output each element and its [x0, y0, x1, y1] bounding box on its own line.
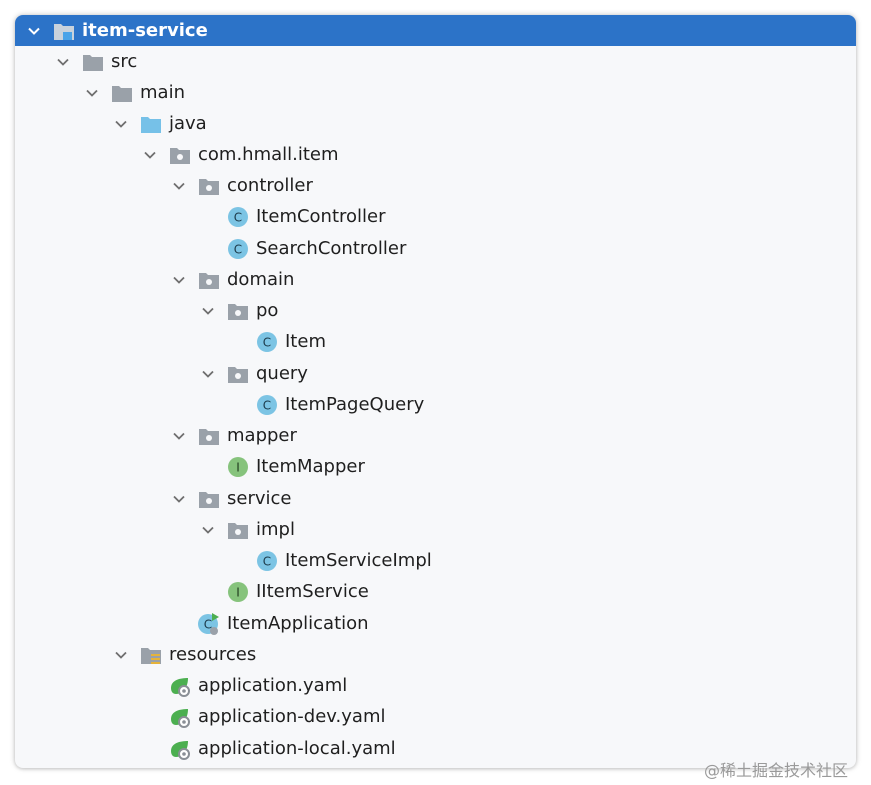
- class-letter: C: [263, 398, 271, 412]
- package-icon: [226, 518, 250, 542]
- tree-item-po[interactable]: po: [15, 295, 856, 326]
- chevron-down-icon[interactable]: [168, 175, 190, 197]
- chevron-down-icon[interactable]: [197, 363, 219, 385]
- tree-item-application-dev-yaml[interactable]: application-dev.yaml: [15, 701, 856, 732]
- chevron-down-icon[interactable]: [23, 20, 45, 42]
- folder-icon: [110, 81, 134, 105]
- class-letter: C: [204, 617, 212, 631]
- spring-config-icon: [168, 674, 192, 698]
- tree-item-label: ItemApplication: [227, 613, 369, 634]
- tree-item-label: application.yaml: [198, 675, 348, 696]
- package-icon: [197, 174, 221, 198]
- tree-item-label: Item: [285, 331, 326, 352]
- package-icon: [226, 299, 250, 323]
- tree-item-label: service: [227, 488, 292, 509]
- tree-item-label: application-dev.yaml: [198, 706, 386, 727]
- tree-item-service[interactable]: service: [15, 483, 856, 514]
- tree-item-label: com.hmall.item: [198, 144, 339, 165]
- tree-item-label: src: [111, 51, 138, 72]
- interface-letter: I: [236, 585, 240, 599]
- tree-item-label: query: [256, 363, 308, 384]
- tree-item-label: domain: [227, 269, 295, 290]
- interface-letter: I: [236, 460, 240, 474]
- tree-item-label: item-service: [82, 20, 208, 41]
- module-folder-icon: [52, 19, 76, 43]
- class-icon: C: [226, 237, 250, 261]
- tree-item-mapper[interactable]: mapper: [15, 420, 856, 451]
- tree-item-iitemservice[interactable]: I IItemService: [15, 576, 856, 607]
- tree-item-item[interactable]: C Item: [15, 326, 856, 357]
- tree-item-main[interactable]: main: [15, 77, 856, 108]
- tree-item-itemapplication[interactable]: C ItemApplication: [15, 608, 856, 639]
- spring-config-icon: [168, 705, 192, 729]
- package-icon: [197, 268, 221, 292]
- resources-folder-icon: [139, 643, 163, 667]
- chevron-down-icon[interactable]: [52, 51, 74, 73]
- chevron-down-icon[interactable]: [81, 82, 103, 104]
- class-icon: C: [255, 393, 279, 417]
- class-letter: C: [234, 242, 242, 256]
- class-icon: C: [226, 205, 250, 229]
- package-icon: [168, 143, 192, 167]
- chevron-down-icon[interactable]: [197, 519, 219, 541]
- interface-icon: I: [226, 455, 250, 479]
- tree-item-label: java: [169, 113, 207, 134]
- tree-item-application-local-yaml[interactable]: application-local.yaml: [15, 733, 856, 764]
- spring-config-icon: [168, 737, 192, 761]
- chevron-down-icon[interactable]: [110, 644, 132, 666]
- chevron-down-icon[interactable]: [168, 488, 190, 510]
- watermark: @稀土掘金技术社区: [704, 761, 849, 780]
- chevron-down-icon[interactable]: [139, 144, 161, 166]
- spring-boot-application-icon: C: [197, 612, 221, 636]
- class-icon: C: [255, 330, 279, 354]
- tree-item-label: po: [256, 300, 279, 321]
- tree-item-query[interactable]: query: [15, 358, 856, 389]
- tree-item-itemcontroller[interactable]: C ItemController: [15, 201, 856, 232]
- tree-item-label: ItemPageQuery: [285, 394, 425, 415]
- folder-icon: [81, 50, 105, 74]
- tree-item-item-service[interactable]: item-service: [15, 15, 856, 46]
- tree-item-label: SearchController: [256, 238, 407, 259]
- tree-item-label: mapper: [227, 425, 297, 446]
- tree-item-java[interactable]: java: [15, 108, 856, 139]
- chevron-down-icon[interactable]: [110, 113, 132, 135]
- tree-item-controller[interactable]: controller: [15, 170, 856, 201]
- tree-item-package-root[interactable]: com.hmall.item: [15, 139, 856, 170]
- tree-item-label: ItemServiceImpl: [285, 550, 432, 571]
- tree-item-resources[interactable]: resources: [15, 639, 856, 670]
- package-icon: [226, 362, 250, 386]
- class-letter: C: [263, 554, 271, 568]
- tree-item-label: resources: [169, 644, 257, 665]
- class-letter: C: [234, 210, 242, 224]
- package-icon: [197, 487, 221, 511]
- tree-item-label: IItemService: [256, 581, 369, 602]
- chevron-down-icon[interactable]: [168, 425, 190, 447]
- tree-item-label: ItemMapper: [256, 456, 365, 477]
- source-folder-icon: [139, 112, 163, 136]
- project-tree-panel: item-service src main java: [15, 15, 856, 768]
- package-icon: [197, 424, 221, 448]
- tree-item-src[interactable]: src: [15, 46, 856, 77]
- tree-item-itempagequery[interactable]: C ItemPageQuery: [15, 389, 856, 420]
- interface-icon: I: [226, 580, 250, 604]
- tree-item-label: ItemController: [256, 206, 386, 227]
- chevron-down-icon[interactable]: [168, 269, 190, 291]
- chevron-down-icon[interactable]: [197, 300, 219, 322]
- tree-item-impl[interactable]: impl: [15, 514, 856, 545]
- tree-item-label: main: [140, 82, 185, 103]
- tree-item-application-yaml[interactable]: application.yaml: [15, 670, 856, 701]
- tree-item-label: impl: [256, 519, 295, 540]
- class-letter: C: [263, 335, 271, 349]
- tree-item-label: controller: [227, 175, 313, 196]
- tree-item-itemmapper[interactable]: I ItemMapper: [15, 451, 856, 482]
- tree-item-label: application-local.yaml: [198, 738, 396, 759]
- tree-item-itemserviceimpl[interactable]: C ItemServiceImpl: [15, 545, 856, 576]
- tree-item-searchcontroller[interactable]: C SearchController: [15, 233, 856, 264]
- tree-item-domain[interactable]: domain: [15, 264, 856, 295]
- class-icon: C: [255, 549, 279, 573]
